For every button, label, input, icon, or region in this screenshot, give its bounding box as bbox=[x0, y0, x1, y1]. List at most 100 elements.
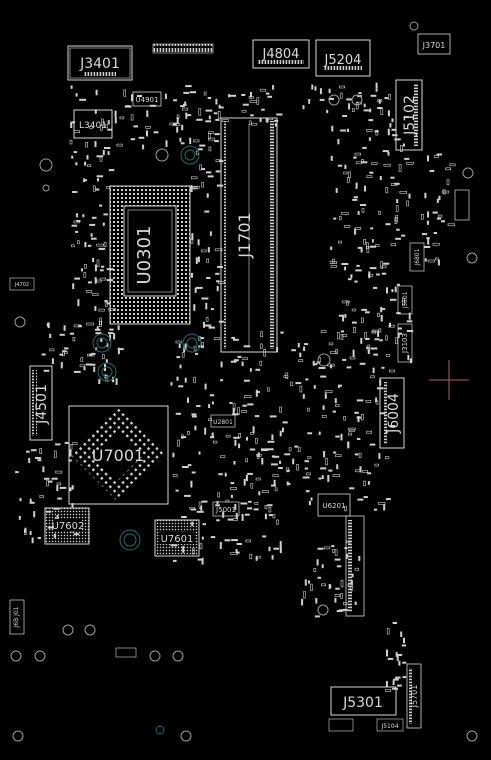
passive-component bbox=[342, 300, 350, 304]
passive-component bbox=[252, 426, 255, 434]
mounting-hole bbox=[466, 730, 478, 742]
chip-u2801[interactable]: U2801 bbox=[210, 414, 236, 428]
passive-component bbox=[427, 238, 430, 245]
connector-j5102[interactable]: J5102 bbox=[395, 79, 423, 151]
passive-component bbox=[342, 358, 347, 361]
memory-chip-u7601[interactable]: U7601 bbox=[154, 519, 200, 557]
passive-component bbox=[96, 326, 99, 330]
passive-component bbox=[369, 171, 374, 174]
passive-component bbox=[205, 171, 212, 174]
passive-component bbox=[207, 175, 214, 178]
connector-top-small[interactable] bbox=[152, 43, 214, 54]
chip-u4901[interactable]: U4901 bbox=[132, 91, 162, 107]
passive-component bbox=[255, 477, 261, 481]
passive-component bbox=[232, 407, 235, 415]
passive-component bbox=[355, 269, 362, 272]
connector-j3701[interactable]: J3701 bbox=[417, 33, 451, 55]
label-u2801: U2801 bbox=[213, 419, 233, 426]
passive-component bbox=[75, 230, 79, 233]
connector-j3103[interactable]: J3103 bbox=[397, 323, 413, 363]
passive-component bbox=[51, 477, 58, 480]
passive-component bbox=[410, 358, 412, 364]
memory-chip-u7602[interactable]: U7602 bbox=[44, 507, 90, 545]
connector-j6801[interactable]: J6801 bbox=[409, 242, 425, 272]
connector-j5104[interactable]: J5104 bbox=[376, 718, 404, 732]
passive-component bbox=[96, 259, 100, 267]
passive-component bbox=[424, 192, 427, 199]
passive-component bbox=[204, 324, 212, 327]
passive-component bbox=[204, 383, 207, 390]
passive-component bbox=[282, 421, 288, 424]
passive-component bbox=[337, 240, 343, 244]
passive-component bbox=[372, 329, 379, 333]
passive-component bbox=[334, 558, 341, 561]
passive-component bbox=[384, 456, 390, 459]
passive-component bbox=[94, 141, 97, 148]
chipset-u7001[interactable]: U7001 bbox=[68, 405, 169, 505]
passive-component bbox=[403, 637, 405, 644]
cpu-u0301[interactable]: U0301 bbox=[109, 185, 191, 325]
connector-j2301[interactable] bbox=[345, 515, 365, 617]
connector-j5801[interactable]: J5801 bbox=[397, 285, 413, 315]
passive-component bbox=[386, 649, 388, 657]
connector-j4804[interactable]: J4804 bbox=[252, 39, 310, 69]
connector-j5204[interactable]: J5204 bbox=[315, 39, 371, 77]
passive-component bbox=[233, 436, 240, 439]
label-l3401: L3401 bbox=[79, 121, 107, 131]
passive-component bbox=[246, 436, 248, 441]
memory-slot-j1701[interactable]: J1701 bbox=[220, 117, 278, 353]
connector-j5701[interactable]: J5701 bbox=[406, 663, 422, 729]
passive-component bbox=[407, 354, 410, 361]
passive-component bbox=[231, 539, 238, 542]
passive-component bbox=[215, 272, 220, 275]
connector-j5001[interactable]: J5001 bbox=[212, 501, 240, 517]
passive-component bbox=[295, 382, 302, 385]
passive-component bbox=[204, 210, 210, 213]
passive-component bbox=[26, 450, 30, 453]
passive-component bbox=[308, 580, 310, 584]
passive-component bbox=[39, 448, 43, 454]
passive-component bbox=[320, 467, 327, 470]
connector-j4702[interactable]: J4702 bbox=[9, 277, 35, 291]
passive-component bbox=[31, 449, 37, 452]
passive-component bbox=[267, 95, 273, 98]
passive-component bbox=[107, 151, 110, 155]
passive-component bbox=[94, 306, 97, 311]
connector-j5301[interactable]: J5301 bbox=[330, 686, 397, 716]
passive-component bbox=[313, 568, 317, 572]
connector-bottom-small[interactable] bbox=[115, 647, 354, 732]
passive-component bbox=[190, 186, 198, 189]
passive-component bbox=[369, 443, 376, 446]
passive-component bbox=[296, 463, 299, 471]
passive-component bbox=[445, 167, 452, 171]
passive-component bbox=[247, 507, 253, 510]
passive-component bbox=[19, 498, 22, 502]
passive-component bbox=[349, 487, 355, 490]
connector-side-right[interactable] bbox=[454, 189, 470, 221]
passive-component bbox=[259, 343, 263, 349]
connector-j3401[interactable]: J3401 bbox=[67, 45, 133, 81]
passive-component bbox=[96, 279, 102, 283]
connector-j6004[interactable]: J6004 bbox=[379, 377, 405, 449]
inductor-l3401[interactable]: L3401 bbox=[73, 109, 113, 139]
passive-component bbox=[87, 164, 91, 167]
connector-j6b01[interactable]: J6B J01 bbox=[9, 599, 25, 635]
passive-component bbox=[356, 264, 360, 267]
label-j6801: J6801 bbox=[414, 248, 421, 266]
passive-component bbox=[232, 413, 239, 416]
passive-component bbox=[361, 308, 368, 311]
passive-component bbox=[218, 104, 221, 109]
passive-component bbox=[344, 506, 347, 512]
chip-u6201[interactable]: U6201 bbox=[317, 493, 351, 517]
connector-j4501[interactable]: J4501 bbox=[29, 365, 53, 441]
passive-component bbox=[434, 155, 439, 158]
mounting-hole bbox=[180, 145, 200, 165]
passive-component bbox=[230, 487, 237, 490]
crosshair-marker bbox=[429, 360, 469, 400]
passive-component bbox=[29, 501, 35, 504]
passive-component bbox=[75, 93, 78, 97]
passive-component bbox=[360, 413, 364, 421]
passive-component bbox=[219, 542, 222, 550]
passive-component bbox=[299, 385, 303, 393]
passive-component bbox=[406, 330, 414, 332]
